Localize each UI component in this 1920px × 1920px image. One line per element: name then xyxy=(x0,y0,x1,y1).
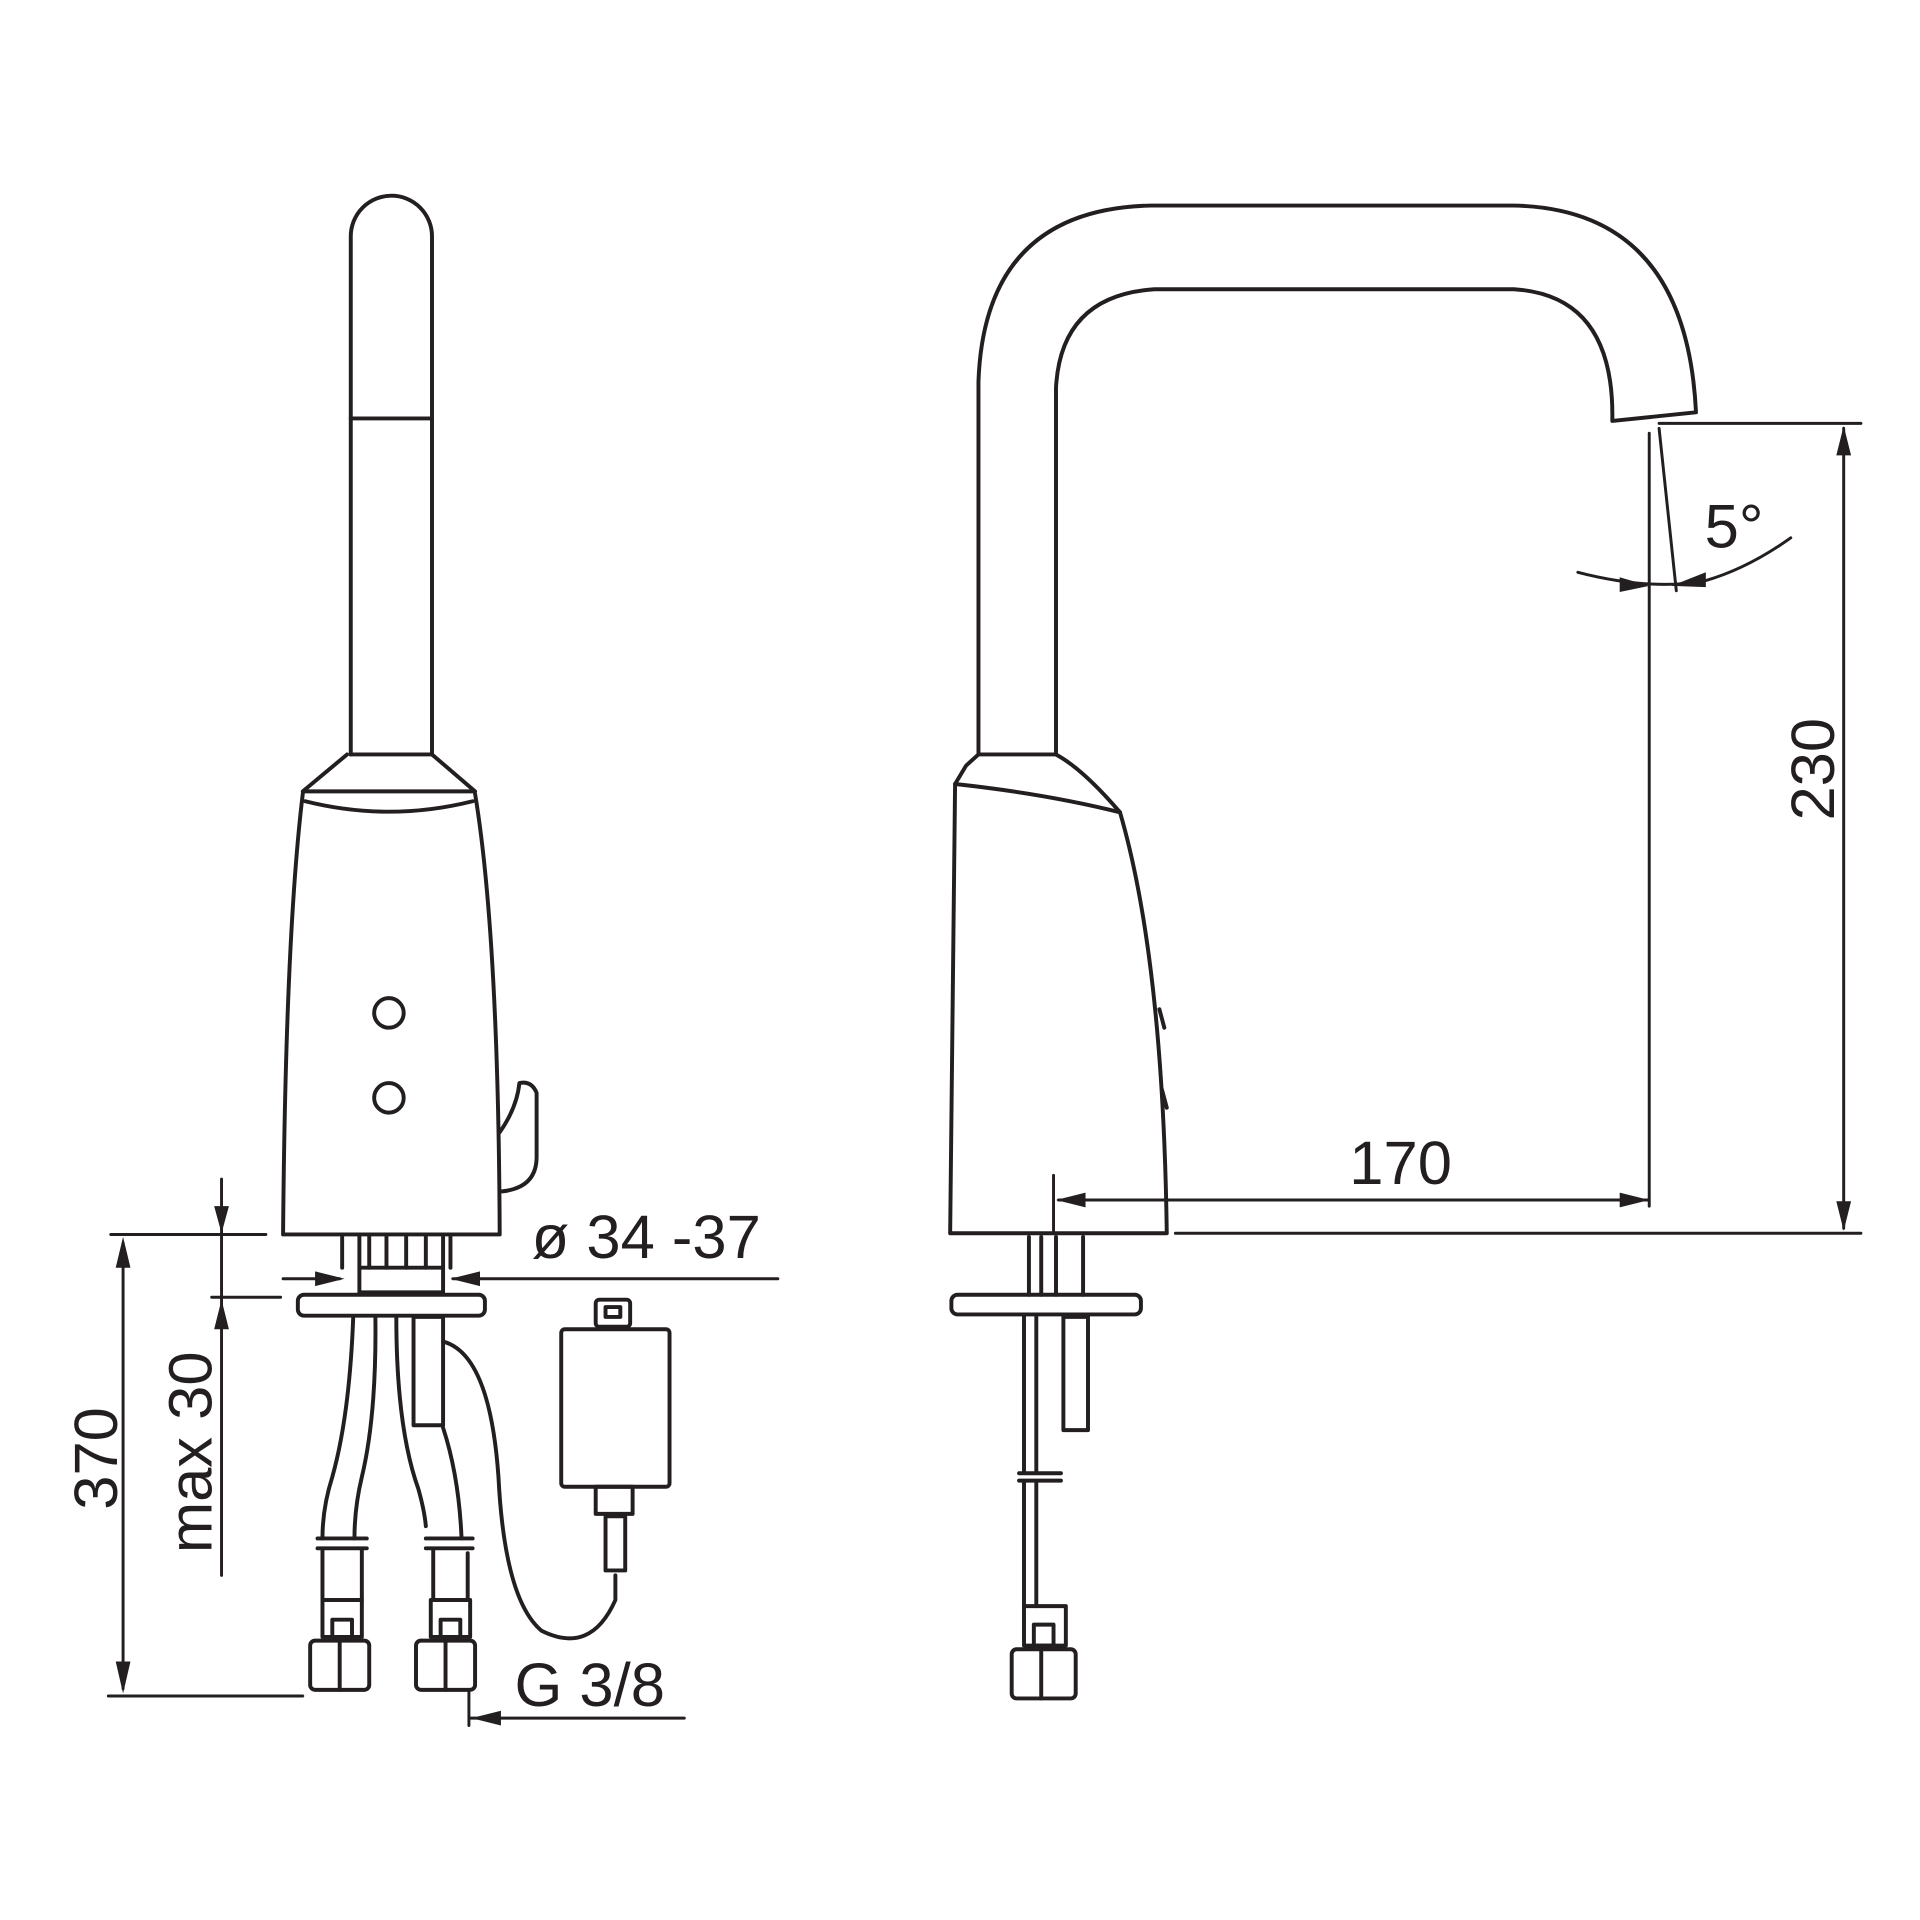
dim-hole-diameter: ø 34 -37 xyxy=(281,1203,780,1287)
front-body-top xyxy=(300,752,478,794)
dim-deck-thickness-label: max 30 xyxy=(157,1351,226,1553)
dim-spout-reach: 170 xyxy=(1052,431,1651,1233)
dim-spout-angle: 5° xyxy=(1576,426,1793,593)
front-body xyxy=(281,791,502,1237)
front-sensor-cable xyxy=(441,1339,618,1641)
sensor-eye-bottom xyxy=(372,1081,406,1115)
front-hose-left xyxy=(320,1314,378,1541)
side-body xyxy=(948,752,1169,1236)
front-connector-right xyxy=(414,1598,478,1692)
front-view: 370 max 30 ø 34 -37 G 3/8 xyxy=(62,193,780,1728)
front-lever xyxy=(497,1080,539,1194)
front-connector-left xyxy=(308,1598,372,1692)
dim-spout-height: 230 xyxy=(1173,421,1863,1235)
front-hose-right xyxy=(394,1314,464,1541)
dim-connection-thread-label: G 3/8 xyxy=(514,1651,664,1720)
control-box xyxy=(559,1297,672,1573)
side-connector xyxy=(1009,1604,1078,1701)
side-spout-outer xyxy=(976,203,1698,757)
dim-hole-diameter-label: ø 34 -37 xyxy=(532,1203,761,1272)
dim-spout-reach-label: 170 xyxy=(1349,1129,1452,1198)
dim-deck-thickness: max 30 xyxy=(157,1177,283,1577)
dim-spout-angle-label: 5° xyxy=(1705,493,1764,562)
sensor-eye-top xyxy=(372,996,406,1030)
side-view: 170 230 5° xyxy=(948,203,1863,1701)
dim-total-height: 370 xyxy=(62,1232,305,1698)
dim-connection-thread: G 3/8 xyxy=(467,1651,686,1728)
side-mounting-plate xyxy=(949,1292,1143,1317)
dim-spout-height-label: 230 xyxy=(1779,718,1848,821)
front-mounting-plate xyxy=(295,1292,487,1318)
front-spout-tube xyxy=(348,193,434,757)
dim-total-height-label: 370 xyxy=(62,1407,131,1510)
